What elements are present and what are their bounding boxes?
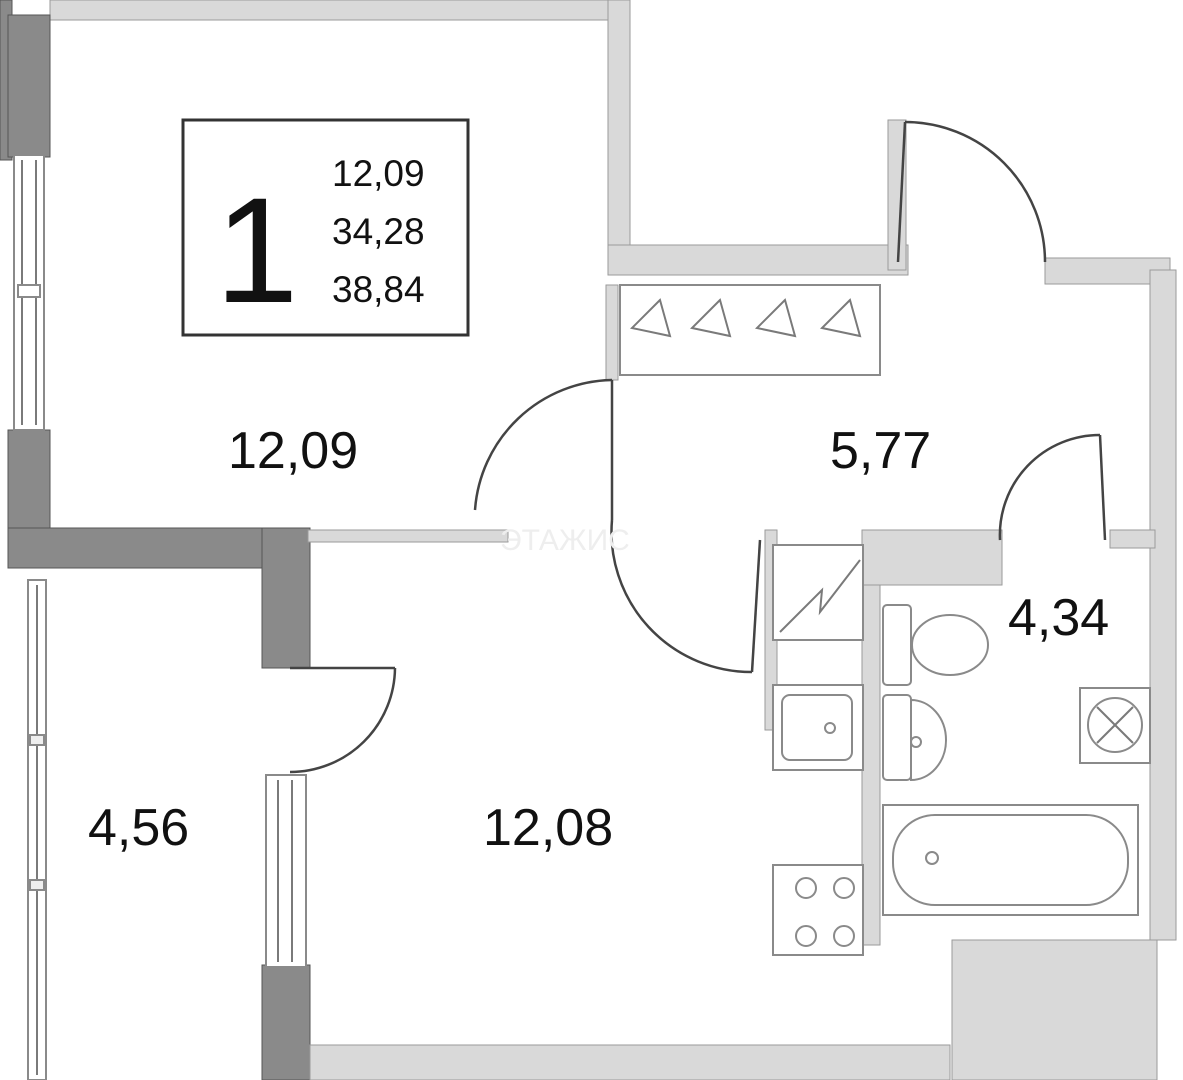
hanger-icon (754, 298, 797, 338)
summary-box: 1 12,09 34,28 38,84 (181, 118, 470, 337)
bedroom-area-label: 12,09 (228, 422, 358, 480)
lightning-icon (779, 559, 861, 633)
kitchen-sink (772, 684, 864, 771)
living-area: 12,09 (332, 153, 425, 194)
total-area: 34,28 (332, 211, 425, 252)
ventilation (1079, 687, 1151, 764)
bathroom-area-label: 4,34 (1008, 589, 1109, 647)
watermark: ЭТАЖИС (500, 524, 630, 557)
bathroom-sink (882, 694, 947, 782)
bathtub (882, 804, 1139, 916)
hanger-icon (629, 298, 672, 338)
kitchen-area-label: 12,08 (483, 799, 613, 857)
balcony-area-label: 4,56 (88, 799, 189, 857)
wardrobe (619, 284, 881, 376)
stove (772, 864, 864, 956)
total-with-balcony-area: 38,84 (332, 269, 425, 310)
electric-panel (772, 544, 864, 641)
hanger-icon (689, 298, 732, 338)
windows (13, 154, 307, 1080)
hall-area-label: 5,77 (830, 422, 931, 480)
hanger-icon (819, 298, 862, 338)
doors (289, 120, 1107, 774)
toilet (882, 604, 989, 686)
rooms-count: 1 (215, 166, 298, 334)
